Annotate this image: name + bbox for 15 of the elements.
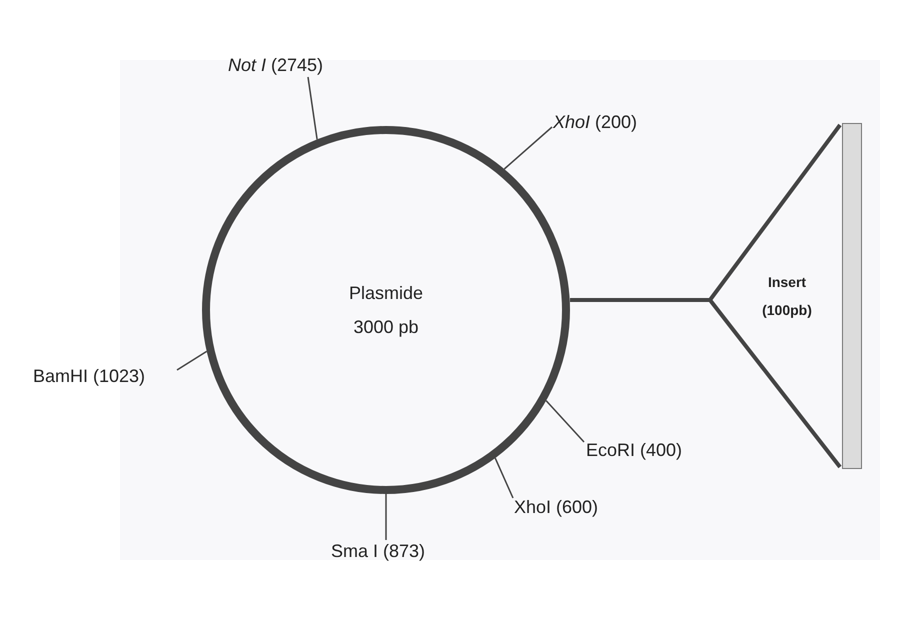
leader-line [307,76,318,140]
site-label: XhoI (200) [553,112,638,133]
site-label: BamHI (1023) [33,366,146,387]
plasmid-label: Plasmide 3000 pb [348,282,424,339]
leader-line [385,494,387,540]
leader-line [546,400,585,442]
site-label: XhoI (600) [514,497,598,518]
site-label: Sma I (873) [331,541,426,562]
leader-line [176,350,208,371]
site-label: Not I (2745) [228,55,324,76]
connector-line [568,123,842,469]
insert-label: Insert (100pb) [761,273,813,320]
leader-line [494,458,514,498]
site-label: EcoRI (400) [586,440,682,461]
leader-line [504,126,552,170]
